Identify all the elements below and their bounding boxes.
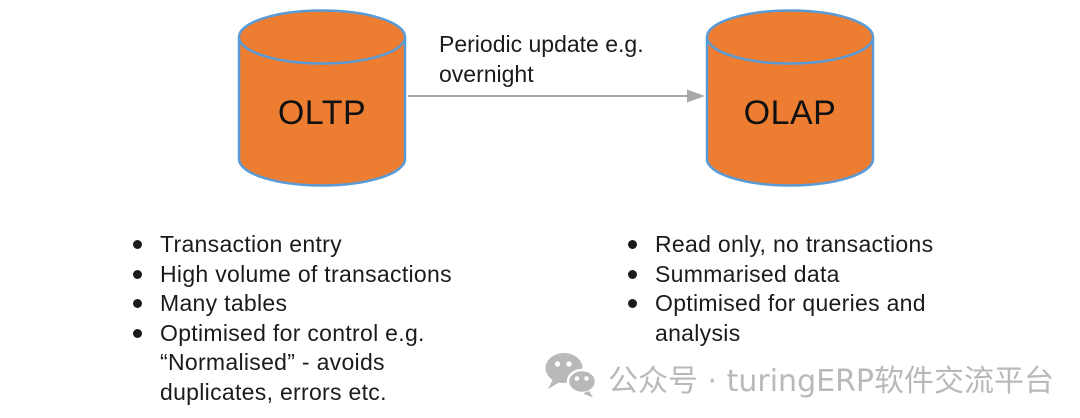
- olap-bullet-list: Read only, no transactions Summarised da…: [626, 230, 946, 348]
- olap-label: OLAP: [743, 94, 837, 132]
- wechat-icon: [544, 352, 598, 403]
- arrow-label-line1: Periodic update e.g.: [439, 31, 644, 57]
- oltp-cylinder: OLTP: [237, 8, 407, 188]
- bullet-dot-icon: [628, 240, 637, 249]
- list-item-label: Read only, no transactions: [655, 231, 934, 257]
- oltp-bullet-list: Transaction entry High volume of transac…: [131, 230, 461, 407]
- bullet-dot-icon: [133, 269, 142, 279]
- list-item: Optimised for control e.g. “Normalised” …: [131, 319, 461, 408]
- list-item: Summarised data: [626, 260, 946, 290]
- oltp-label: OLTP: [277, 94, 367, 132]
- list-item-label: Transaction entry: [160, 231, 342, 257]
- list-item-label: Summarised data: [655, 260, 840, 287]
- list-item-label: Many tables: [160, 290, 288, 316]
- bullet-dot-icon: [628, 299, 637, 308]
- arrow-label: Periodic update e.g. overnight: [439, 29, 644, 89]
- list-item-label: Optimised for queries and analysis: [655, 290, 926, 346]
- bullet-dot-icon: [133, 240, 142, 249]
- bullet-dot-icon: [133, 299, 142, 308]
- bullet-dot-icon: [628, 269, 637, 279]
- list-item-label: High volume of transactions: [160, 260, 452, 287]
- list-item: High volume of transactions: [131, 260, 461, 290]
- watermark-text: 公众号 · turingERP软件交流平台: [608, 363, 1055, 399]
- flow-arrow-icon: [407, 87, 707, 110]
- list-item: Read only, no transactions: [626, 230, 946, 260]
- bullet-dot-icon: [133, 328, 142, 338]
- olap-cylinder: OLAP: [705, 8, 875, 188]
- list-item: Optimised for queries and analysis: [626, 289, 946, 348]
- arrow-label-line2: overnight: [439, 61, 534, 87]
- list-item: Many tables: [131, 289, 461, 319]
- list-item-label: Optimised for control e.g. “Normalised” …: [160, 319, 425, 405]
- list-item: Transaction entry: [131, 230, 461, 260]
- watermark: 公众号 · turingERP软件交流平台: [544, 352, 1054, 403]
